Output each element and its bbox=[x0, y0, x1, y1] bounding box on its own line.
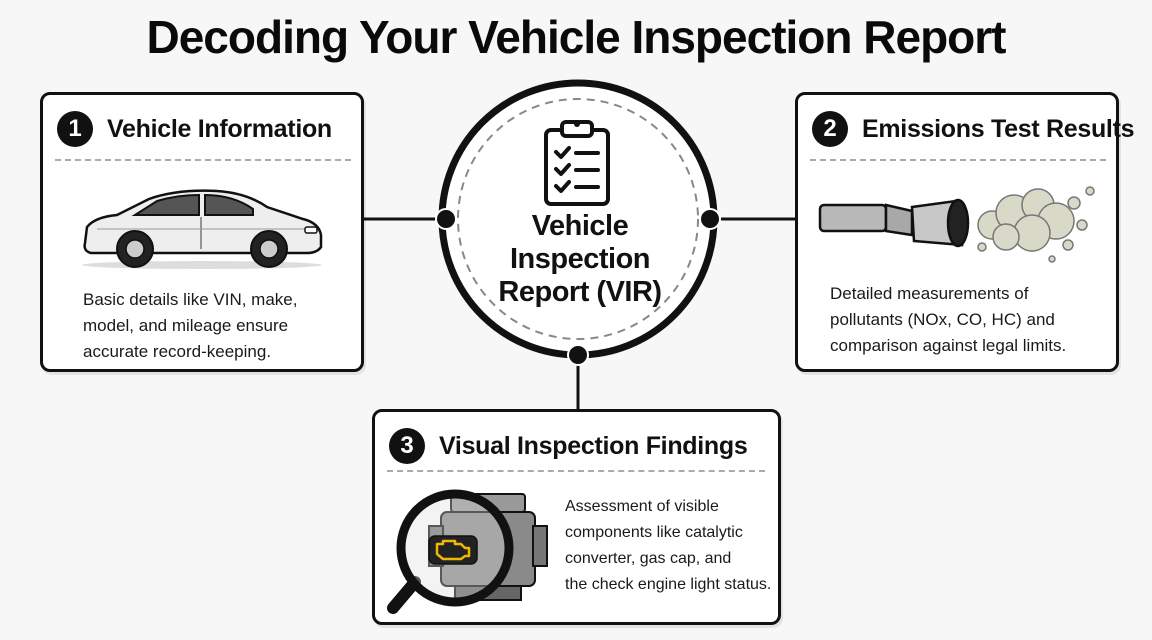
center-label-line-3: Report (VIR) bbox=[498, 276, 662, 308]
card-description: Assessment of visible components like ca… bbox=[565, 494, 773, 598]
card-title: Vehicle Information bbox=[107, 114, 332, 143]
exhaust-pipe-smoke-icon bbox=[818, 186, 1095, 263]
card-divider bbox=[55, 159, 351, 161]
magnifier-engine-icon bbox=[387, 489, 548, 614]
card-divider bbox=[387, 470, 765, 472]
desc-line: converter, gas cap, and bbox=[565, 550, 732, 567]
sedan-car-icon bbox=[82, 189, 323, 269]
node-dot-left bbox=[435, 208, 457, 230]
node-dot-right bbox=[699, 208, 721, 230]
desc-line: Assessment of visible bbox=[565, 498, 719, 515]
desc-line: Basic details like VIN, make, bbox=[83, 290, 298, 309]
card-title: Emissions Test Results bbox=[862, 114, 1135, 143]
center-inner-dashed-ring bbox=[457, 98, 699, 340]
page-title: Decoding Your Vehicle Inspection Report bbox=[146, 11, 1006, 63]
card-header: 3 Visual Inspection Findings bbox=[389, 424, 764, 468]
card-visual-inspection-findings: 3 Visual Inspection Findings Assessment … bbox=[372, 409, 781, 625]
center-label: Vehicle Inspection Report (VIR) bbox=[460, 210, 700, 309]
card-description: Detailed measurements of pollutants (NOx… bbox=[830, 281, 1110, 359]
card-description: Basic details like VIN, make, model, and… bbox=[83, 287, 353, 365]
desc-line: comparison against legal limits. bbox=[830, 336, 1067, 355]
number-badge: 3 bbox=[389, 428, 425, 464]
desc-line: accurate record-keeping. bbox=[83, 342, 272, 361]
center-label-line-1: Vehicle bbox=[531, 210, 629, 242]
desc-line: Detailed measurements of bbox=[830, 284, 1029, 303]
number-badge: 2 bbox=[812, 111, 848, 147]
center-label-line-2: Inspection bbox=[509, 243, 651, 275]
desc-line: the check engine light status. bbox=[565, 576, 772, 593]
desc-line: components like catalytic bbox=[565, 524, 743, 541]
card-divider bbox=[810, 159, 1106, 161]
number-badge: 1 bbox=[57, 111, 93, 147]
clipboard-checklist-icon bbox=[544, 120, 610, 206]
desc-line: pollutants (NOx, CO, HC) and bbox=[830, 310, 1055, 329]
card-header: 2 Emissions Test Results bbox=[812, 107, 1135, 151]
desc-line: model, and mileage ensure bbox=[83, 316, 289, 335]
card-emissions-test-results: 2 Emissions Test Results bbox=[795, 92, 1135, 372]
node-dot-bottom bbox=[567, 344, 589, 366]
card-header: 1 Vehicle Information bbox=[57, 107, 347, 151]
card-vehicle-information: 1 Vehicle Information Basic details like… bbox=[40, 92, 364, 372]
card-title: Visual Inspection Findings bbox=[439, 431, 748, 460]
